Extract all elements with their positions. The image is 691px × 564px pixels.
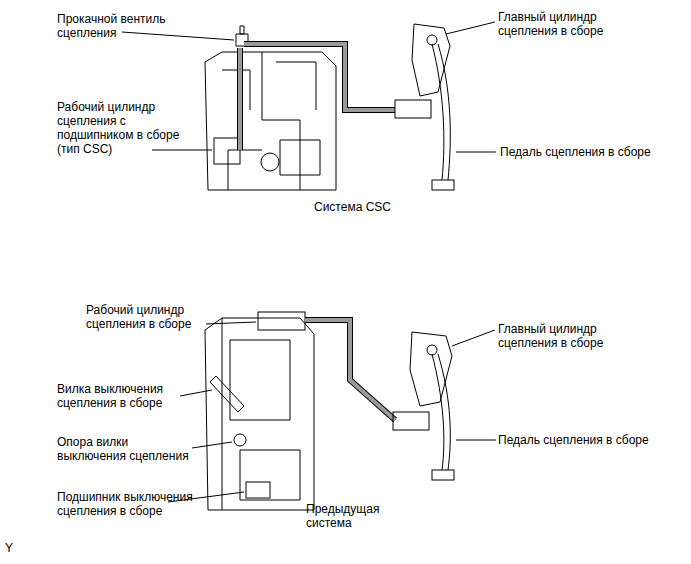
pipe-outline	[240, 44, 395, 150]
csc-pedal	[395, 24, 454, 190]
system-caption: Предыдущая система	[306, 502, 390, 530]
pedal-pad	[432, 180, 454, 190]
leader-line	[122, 32, 234, 40]
part-label: Педаль сцепления в сборе	[500, 145, 675, 159]
housing-detail	[222, 52, 320, 190]
leader-line	[446, 22, 495, 34]
master-cylinder	[393, 412, 429, 430]
csc-cylinder	[214, 138, 240, 164]
pedal-bracket	[412, 24, 450, 96]
part-label: Главный цилиндр сцепления в сборе	[498, 10, 638, 38]
release-bearing	[246, 482, 270, 498]
leader-line	[152, 150, 212, 151]
housing-outline	[205, 52, 336, 190]
leader-lines	[122, 22, 496, 502]
master-cylinder	[395, 100, 431, 118]
leader-line	[206, 322, 256, 324]
pedal-pad	[432, 470, 454, 480]
part-label: Главный цилиндр сцепления в сборе	[498, 322, 638, 350]
part-label: Вилка выключения сцепления в сборе	[57, 382, 177, 410]
leader-line	[180, 390, 212, 396]
system-caption: Система CSC	[314, 200, 424, 214]
leader-line	[192, 442, 232, 448]
part-label: Рабочий цилиндр сцепления в сборе	[86, 303, 204, 331]
old-pipe	[305, 320, 395, 420]
old-pedal	[393, 332, 454, 480]
leader-line	[456, 152, 496, 153]
pipe-fill	[240, 44, 395, 150]
pedal-arm	[432, 44, 450, 180]
figure-code: Y	[5, 541, 35, 555]
housing-outline	[205, 318, 314, 510]
pivot	[427, 35, 437, 45]
part-label: Педаль сцепления в сборе	[498, 433, 673, 447]
housing-detail	[222, 318, 300, 510]
csc-transmission	[205, 26, 336, 190]
slave-cylinder	[258, 312, 305, 330]
pipe-outline	[305, 320, 395, 420]
pedal-arm	[432, 354, 450, 470]
pedal-bracket	[410, 332, 452, 406]
part-label: Рабочий цилиндр сцепления с подшипником …	[57, 100, 187, 156]
shaft	[261, 153, 279, 171]
part-label: Прокачной вентиль сцепления	[57, 12, 177, 40]
leader-line	[452, 330, 495, 346]
old-transmission	[205, 312, 314, 510]
pivot	[427, 345, 437, 355]
fork-pivot	[234, 434, 246, 446]
part-label: Подшипник выключения сцепления в сборе	[57, 490, 197, 518]
csc-pipe	[240, 44, 395, 150]
release-fork	[210, 376, 244, 412]
leader-line	[456, 440, 496, 441]
pipe-fill	[305, 320, 395, 420]
part-label: Опора вилки выключения сцепления	[57, 435, 189, 463]
